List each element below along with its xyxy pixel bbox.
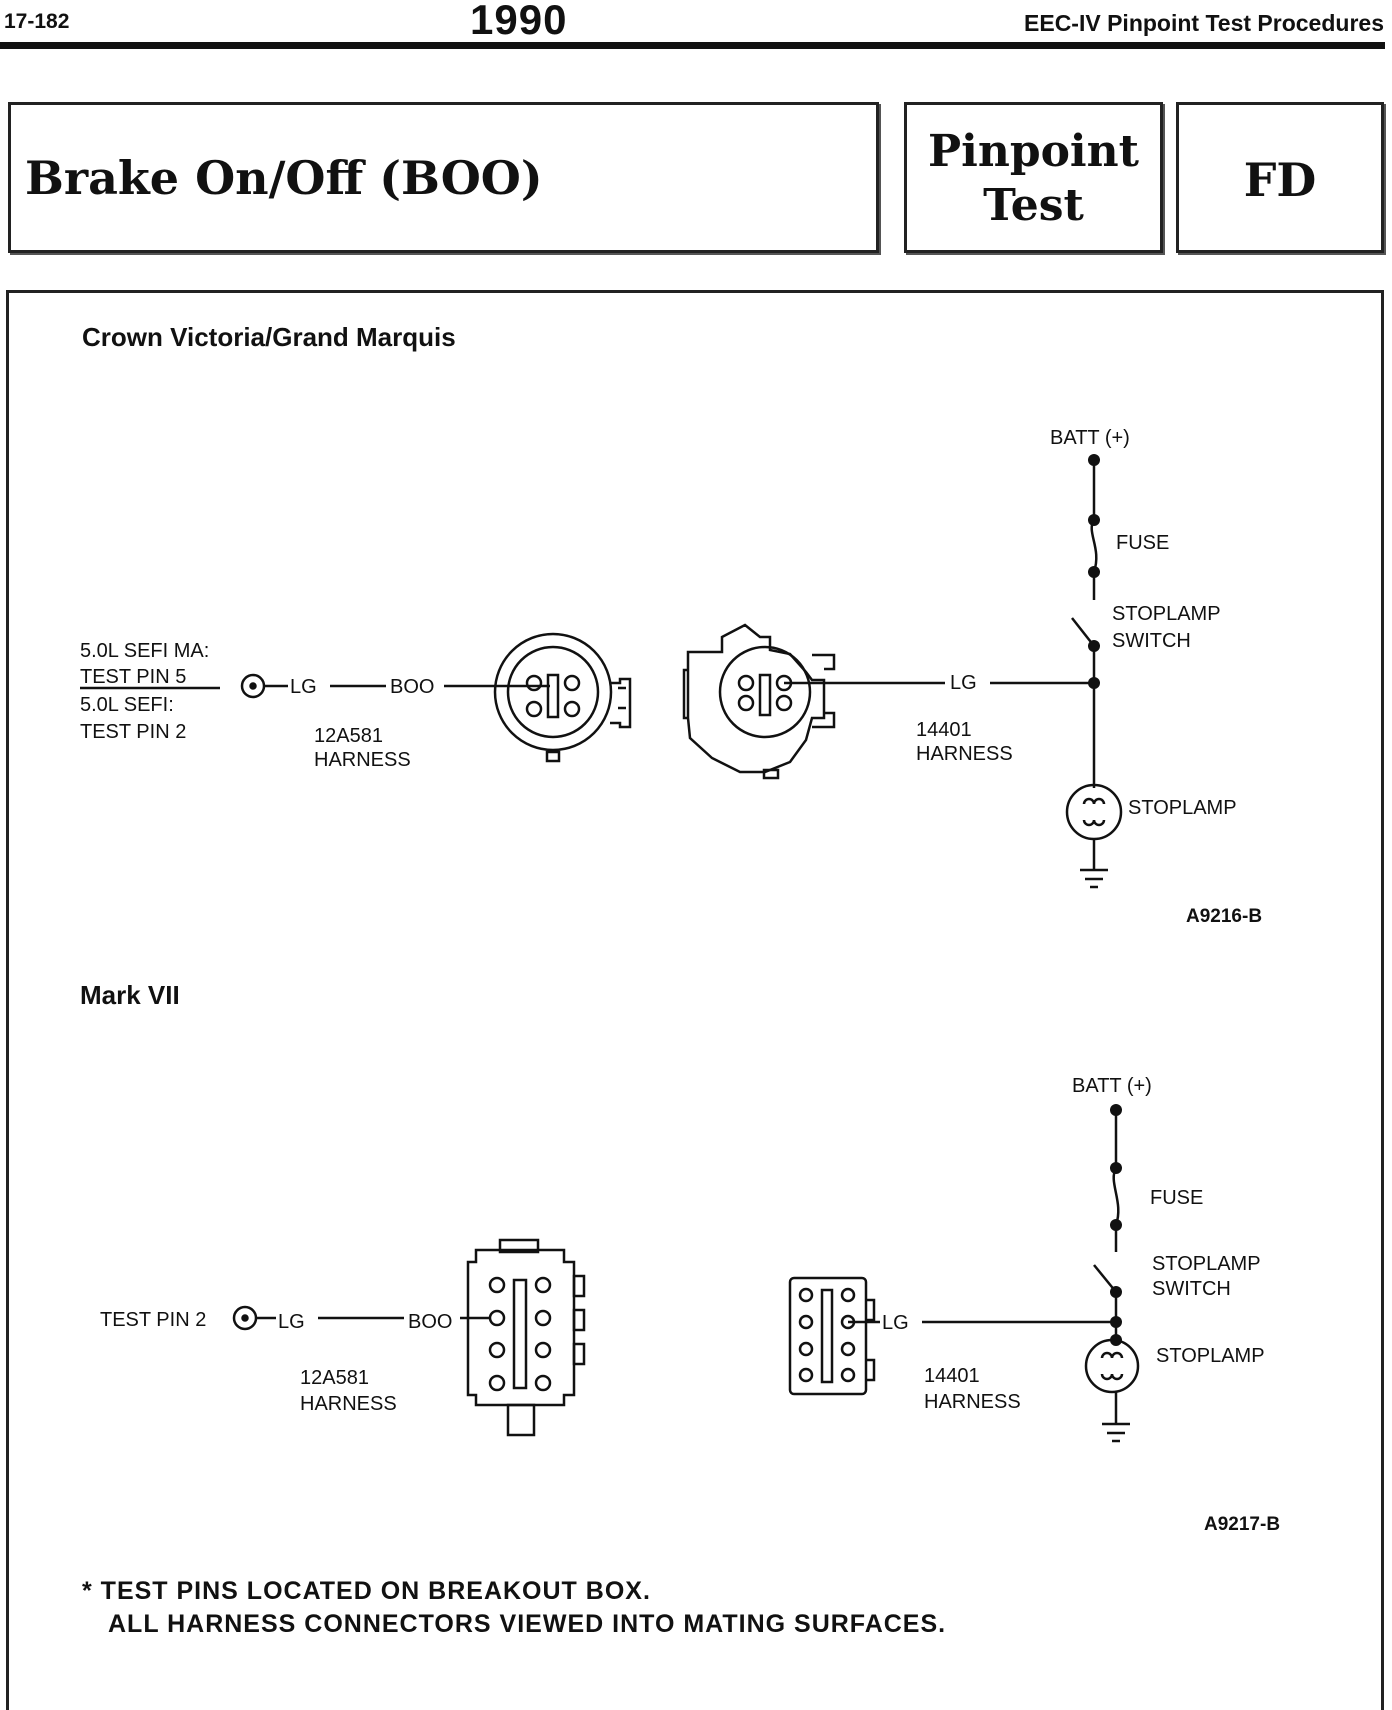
diagram1-left-label-4: TEST PIN 2	[80, 721, 186, 743]
diagram1-left-label-2: TEST PIN 5	[80, 666, 186, 688]
diagram2-fuse-label: FUSE	[1150, 1187, 1203, 1209]
test-title-box: Brake On/Off (BOO)	[8, 102, 879, 253]
diagram1-figure-code: A9216-B	[1186, 906, 1262, 927]
diagram2-harness-left-1: 12A581	[300, 1367, 369, 1389]
year-label: 1990	[470, 0, 568, 43]
pinpoint-line1: Pinpoint	[928, 126, 1139, 177]
diagram1-switch-label-2: SWITCH	[1112, 630, 1191, 652]
diagram1-harness-left-1: 12A581	[314, 725, 383, 747]
diagram2-figure-code: A9217-B	[1204, 1514, 1280, 1535]
diagram1-wire-boo: BOO	[390, 676, 434, 698]
pinpoint-line2: Test	[983, 180, 1084, 231]
diagram2-switch-label-2: SWITCH	[1152, 1278, 1231, 1300]
pinpoint-test-label: Pinpoint Test	[907, 125, 1160, 233]
diagram1-batt-label: BATT (+)	[1050, 427, 1130, 449]
header-rule	[0, 42, 1385, 49]
diagram1-fuse-label: FUSE	[1116, 532, 1169, 554]
page-number: 17-182	[4, 10, 70, 33]
diagram-panel	[6, 290, 1384, 1710]
note-line-1: * TEST PINS LOCATED ON BREAKOUT BOX.	[82, 1577, 651, 1605]
test-pin-2-symbol	[232, 1305, 276, 1331]
diagram2-test-pin-label: TEST PIN 2	[100, 1309, 206, 1331]
diagram2-wire-lg-right: LG	[882, 1312, 909, 1334]
diagram1-heading: Crown Victoria/Grand Marquis	[82, 322, 456, 352]
power-circuit-2	[1084, 1110, 1140, 1443]
harness-12a581-connector	[493, 632, 632, 763]
diagram1-wire-lg: LG	[290, 676, 317, 698]
section-title: EEC-IV Pinpoint Test Procedures	[1024, 10, 1384, 36]
note-line-2: ALL HARNESS CONNECTORS VIEWED INTO MATIN…	[108, 1610, 946, 1638]
diagram2-harness-right-1: 14401	[924, 1365, 980, 1387]
harness-12a581-rect-connector	[466, 1238, 586, 1437]
test-pin-symbol	[240, 673, 288, 699]
diagram1-lamp-label: STOPLAMP	[1128, 797, 1237, 819]
pinpoint-test-box: Pinpoint Test	[904, 102, 1163, 253]
diagram1-harness-right-2: HARNESS	[916, 743, 1013, 765]
diagram1-wire-lg-right: LG	[950, 672, 977, 694]
diagram1-left-label-3: 5.0L SEFI:	[80, 694, 174, 716]
harness-14401-rect-connector	[788, 1276, 876, 1396]
diagram2-harness-left-2: HARNESS	[300, 1393, 397, 1415]
diagram2-batt-label: BATT (+)	[1072, 1075, 1152, 1097]
test-code-box: FD	[1176, 102, 1384, 253]
diagram2-harness-right-2: HARNESS	[924, 1391, 1021, 1413]
diagram2-heading: Mark VII	[80, 980, 180, 1010]
diagram1-left-label-1: 5.0L SEFI MA:	[80, 640, 209, 662]
diagram1-harness-left-2: HARNESS	[314, 749, 411, 771]
diagram1-harness-right-1: 14401	[916, 719, 972, 741]
diagram2-wire-boo: BOO	[408, 1311, 452, 1333]
harness-14401-connector	[682, 623, 836, 780]
diagram2-wire-lg: LG	[278, 1311, 305, 1333]
diagram2-lamp-label: STOPLAMP	[1156, 1345, 1265, 1367]
test-title: Brake On/Off (BOO)	[25, 151, 543, 205]
diagram1-switch-label-1: STOPLAMP	[1112, 603, 1221, 625]
test-code: FD	[1243, 153, 1317, 207]
diagram2-switch-label-1: STOPLAMP	[1152, 1253, 1261, 1275]
